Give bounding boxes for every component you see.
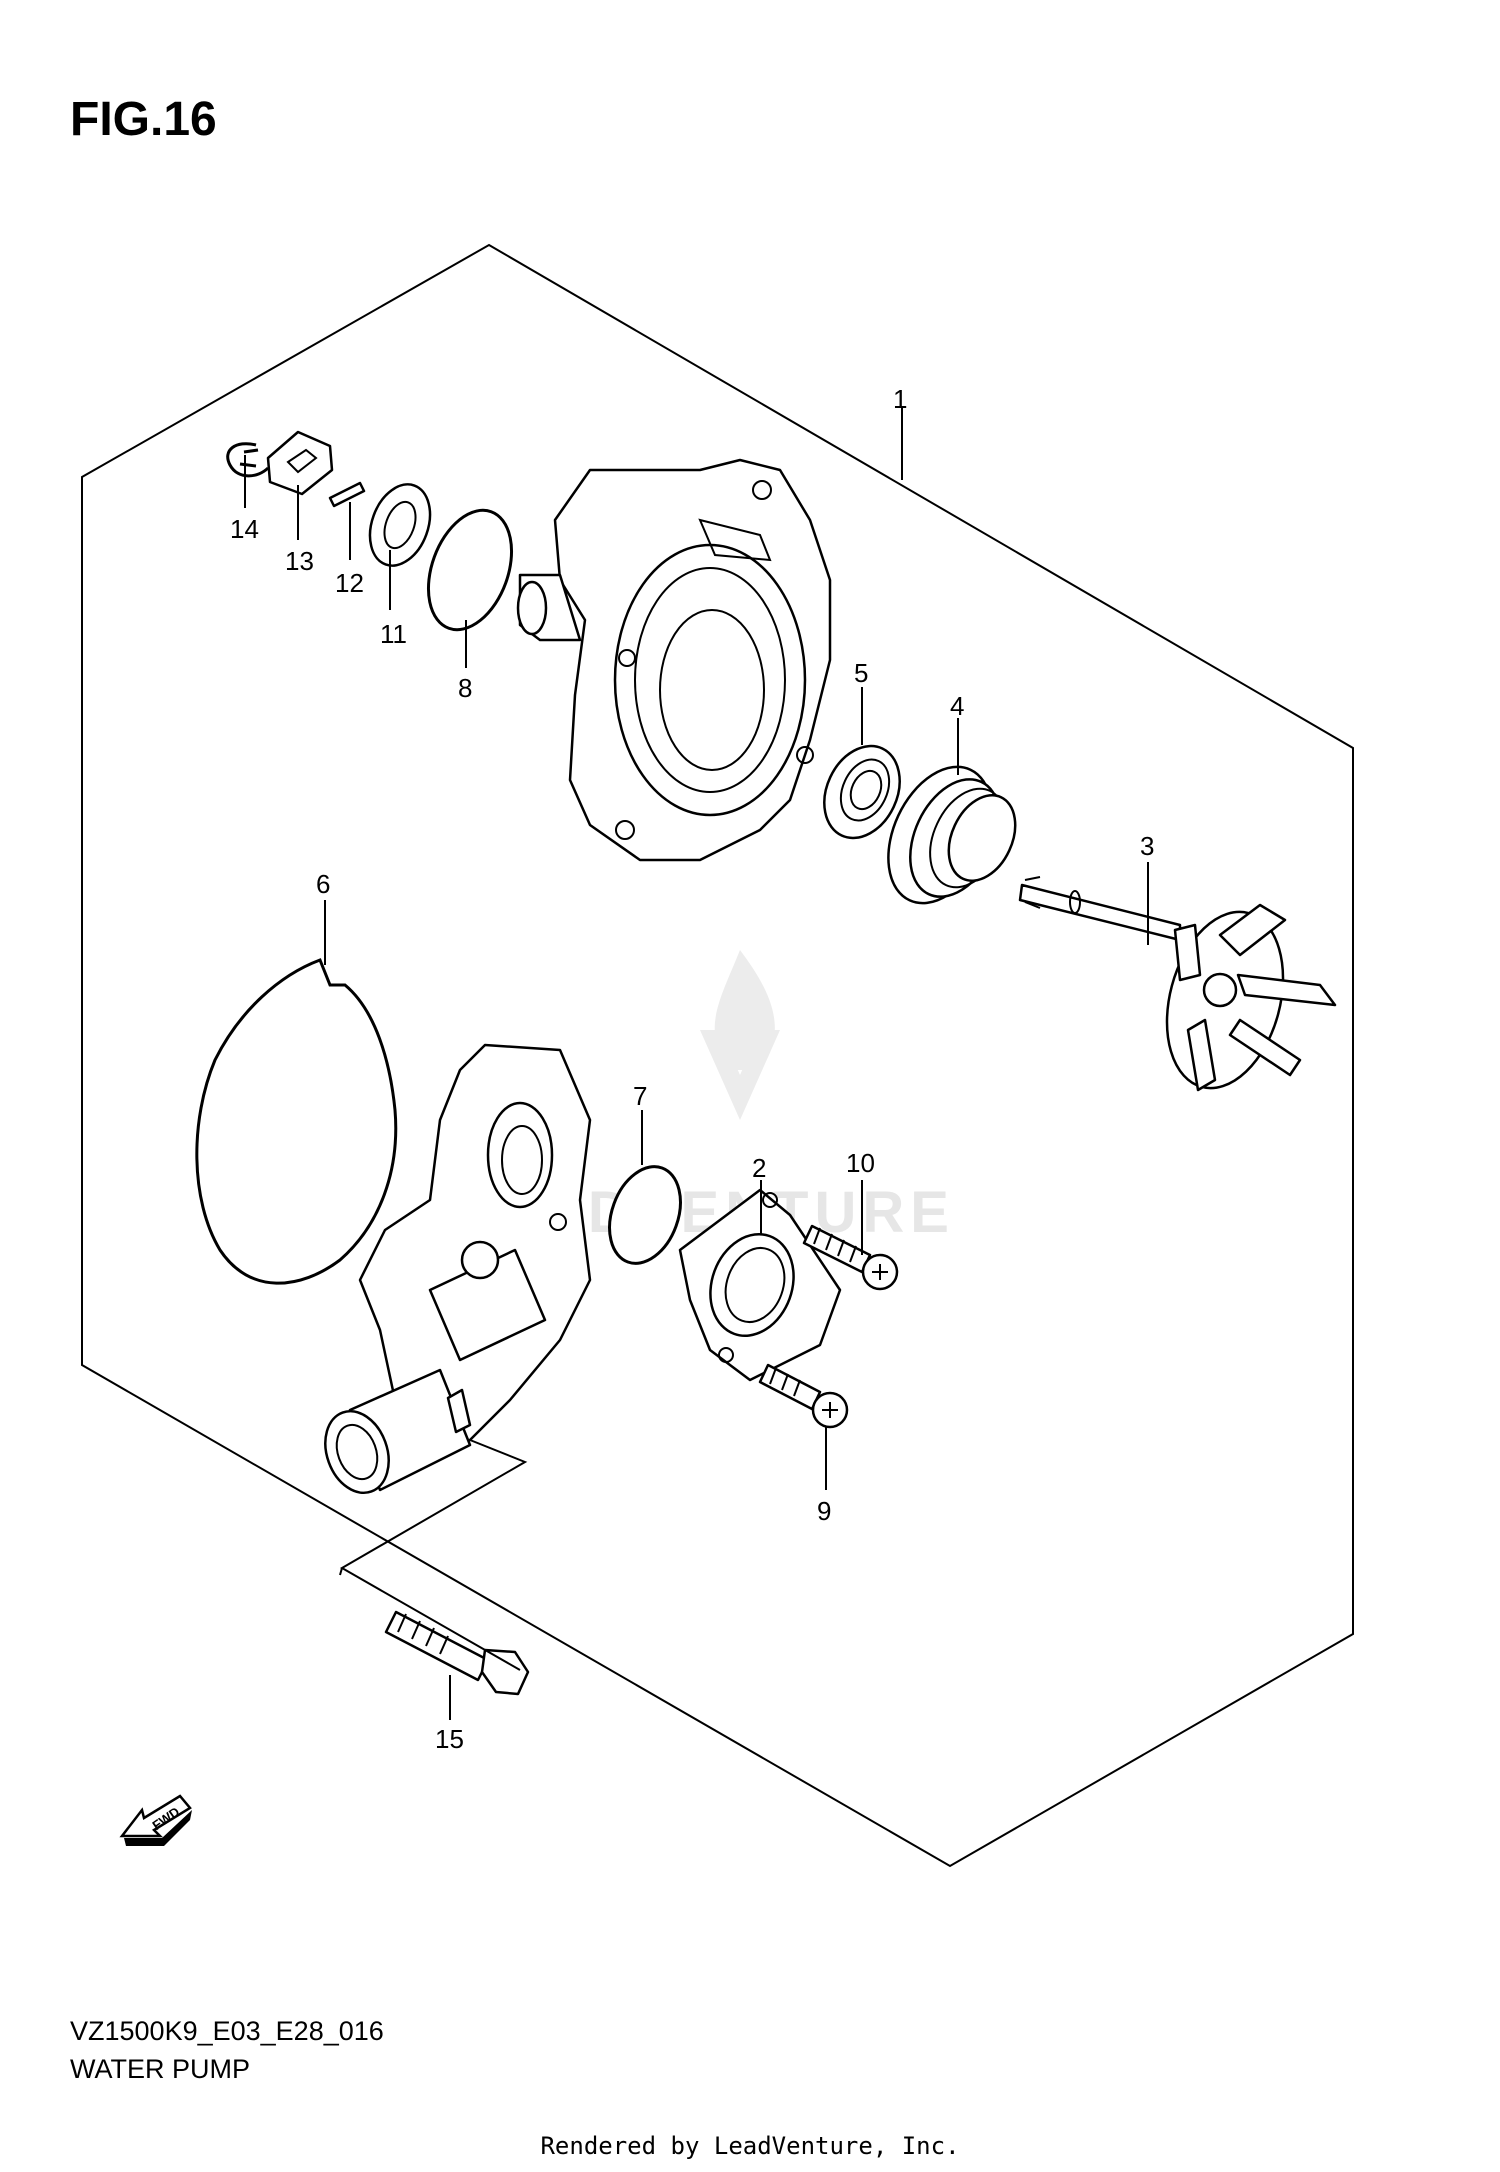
callout-9: 9 [817, 1496, 831, 1526]
callout-14: 14 [230, 514, 259, 544]
bolt-10 [802, 1224, 899, 1291]
diagram-caption: WATER PUMP [70, 2054, 250, 2084]
callout-15: 15 [435, 1724, 464, 1754]
callout-7: 7 [633, 1081, 647, 1111]
assembly-outline [81, 243, 1354, 1868]
callout-8: 8 [458, 673, 472, 703]
callout-13: 13 [285, 546, 314, 576]
render-credit: Rendered by LeadVenture, Inc. [540, 2132, 960, 2160]
callout-1: 1 [893, 384, 907, 414]
fwd-arrow-icon: FWD [119, 1794, 192, 1846]
callout-4: 4 [950, 691, 964, 721]
callout-labels: 1 2 3 4 5 6 7 8 9 10 11 12 13 14 15 [230, 384, 1154, 1754]
plate-13 [266, 430, 334, 496]
gasket-6 [195, 958, 398, 1285]
callout-12: 12 [335, 568, 364, 598]
o-ring-8 [426, 508, 514, 632]
outlet-fitting-2 [678, 1188, 842, 1382]
model-code: VZ1500K9_E03_E28_016 [70, 2016, 384, 2046]
mechanical-seal-4 [887, 765, 1017, 905]
callout-11: 11 [380, 619, 407, 649]
callout-6: 6 [316, 869, 330, 899]
bolt-9 [758, 1363, 849, 1429]
impeller-shaft-3 [1018, 876, 1337, 1092]
bolt-15 [384, 1610, 530, 1696]
washer-11 [368, 483, 432, 567]
section-bracket [339, 1439, 528, 1671]
leader-lines [244, 408, 1149, 1720]
callout-10: 10 [846, 1148, 875, 1178]
callout-5: 5 [854, 658, 868, 688]
o-ring-7 [608, 1165, 682, 1265]
callout-3: 3 [1140, 831, 1154, 861]
pump-housing-cover [516, 458, 832, 862]
oil-seal-5 [823, 744, 901, 840]
figure-title: FIG.16 [70, 93, 217, 146]
pump-case [324, 1043, 592, 1495]
e-clip-14 [226, 442, 270, 478]
callout-2: 2 [752, 1153, 766, 1183]
pin-12 [328, 481, 366, 508]
